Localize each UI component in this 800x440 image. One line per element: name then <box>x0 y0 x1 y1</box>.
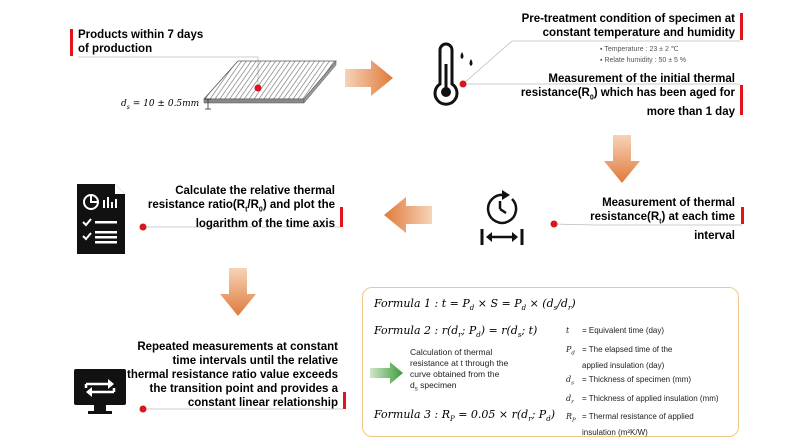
step2-label: Pre-treatment condition of specimen at c… <box>521 13 735 39</box>
step3-marker <box>740 85 743 115</box>
definition-item: RP = Thermal resistance of applied <box>566 412 694 424</box>
step5-marker <box>340 207 343 227</box>
definition-item: dr = Thickness of applied insulation (mm… <box>566 393 719 406</box>
report-icon <box>77 184 125 254</box>
step2-conditions: ▪ Temperature : 23 ± 2 ℃ ▪ Relate humidi… <box>600 46 687 64</box>
step6-marker <box>343 392 346 409</box>
calc-description: Calculation of thermal resistance at t t… <box>410 347 509 393</box>
specimen-plate <box>203 60 337 104</box>
definition-continuation: insulation (m²K/W) <box>582 428 648 438</box>
definition-item: ds = Thickness of specimen (mm) <box>566 374 691 387</box>
formula-box <box>362 287 739 437</box>
formula-2: Formula 2 : r(dr; Pd) = r(ds; t) <box>374 324 538 340</box>
flow-arrow-right <box>345 60 393 96</box>
step1-label: Products within 7 days of production <box>78 29 204 55</box>
step2-dot <box>459 80 467 88</box>
thickness-bracket <box>205 98 211 110</box>
step4-label: Measurement of thermal resistance(Rt) at… <box>590 197 735 243</box>
monitor-refresh-icon <box>74 369 126 414</box>
definition-continuation: applied insulation (day) <box>582 360 665 370</box>
clock-refresh-icon <box>480 190 524 245</box>
step3-label: Measurement of the initial thermal resis… <box>520 73 735 119</box>
step4-marker <box>741 207 744 224</box>
step6-dot <box>139 405 147 413</box>
step5-dot <box>139 223 147 231</box>
step2-marker <box>740 13 743 40</box>
step5-label: Calculate the relative thermal resistanc… <box>147 185 335 231</box>
definition-item: Pd = The elapsed time of the <box>566 344 673 357</box>
step4-dot <box>550 220 558 228</box>
thermometer-icon <box>433 42 473 106</box>
thickness-label: ds = 10 ± 0.5mm <box>121 99 200 111</box>
flow-arrow-down <box>604 135 640 183</box>
formula-3: Formula 3 : RP = 0.05 × r(dr; Pd) <box>374 408 555 424</box>
definitions-list: t = Equivalent time (day) Pd = The elaps… <box>566 325 734 438</box>
formula-1: Formula 1 : t = Plogarithm of the time a… <box>374 297 576 313</box>
step6-label: Repeated measurements at constant time i… <box>127 341 338 409</box>
flow-arrow-down-2 <box>220 268 256 316</box>
flow-arrow-left <box>384 197 432 233</box>
step1-marker <box>70 29 73 56</box>
definition-item: t = Equivalent time (day) <box>566 326 665 335</box>
calc-arrow <box>370 362 403 384</box>
